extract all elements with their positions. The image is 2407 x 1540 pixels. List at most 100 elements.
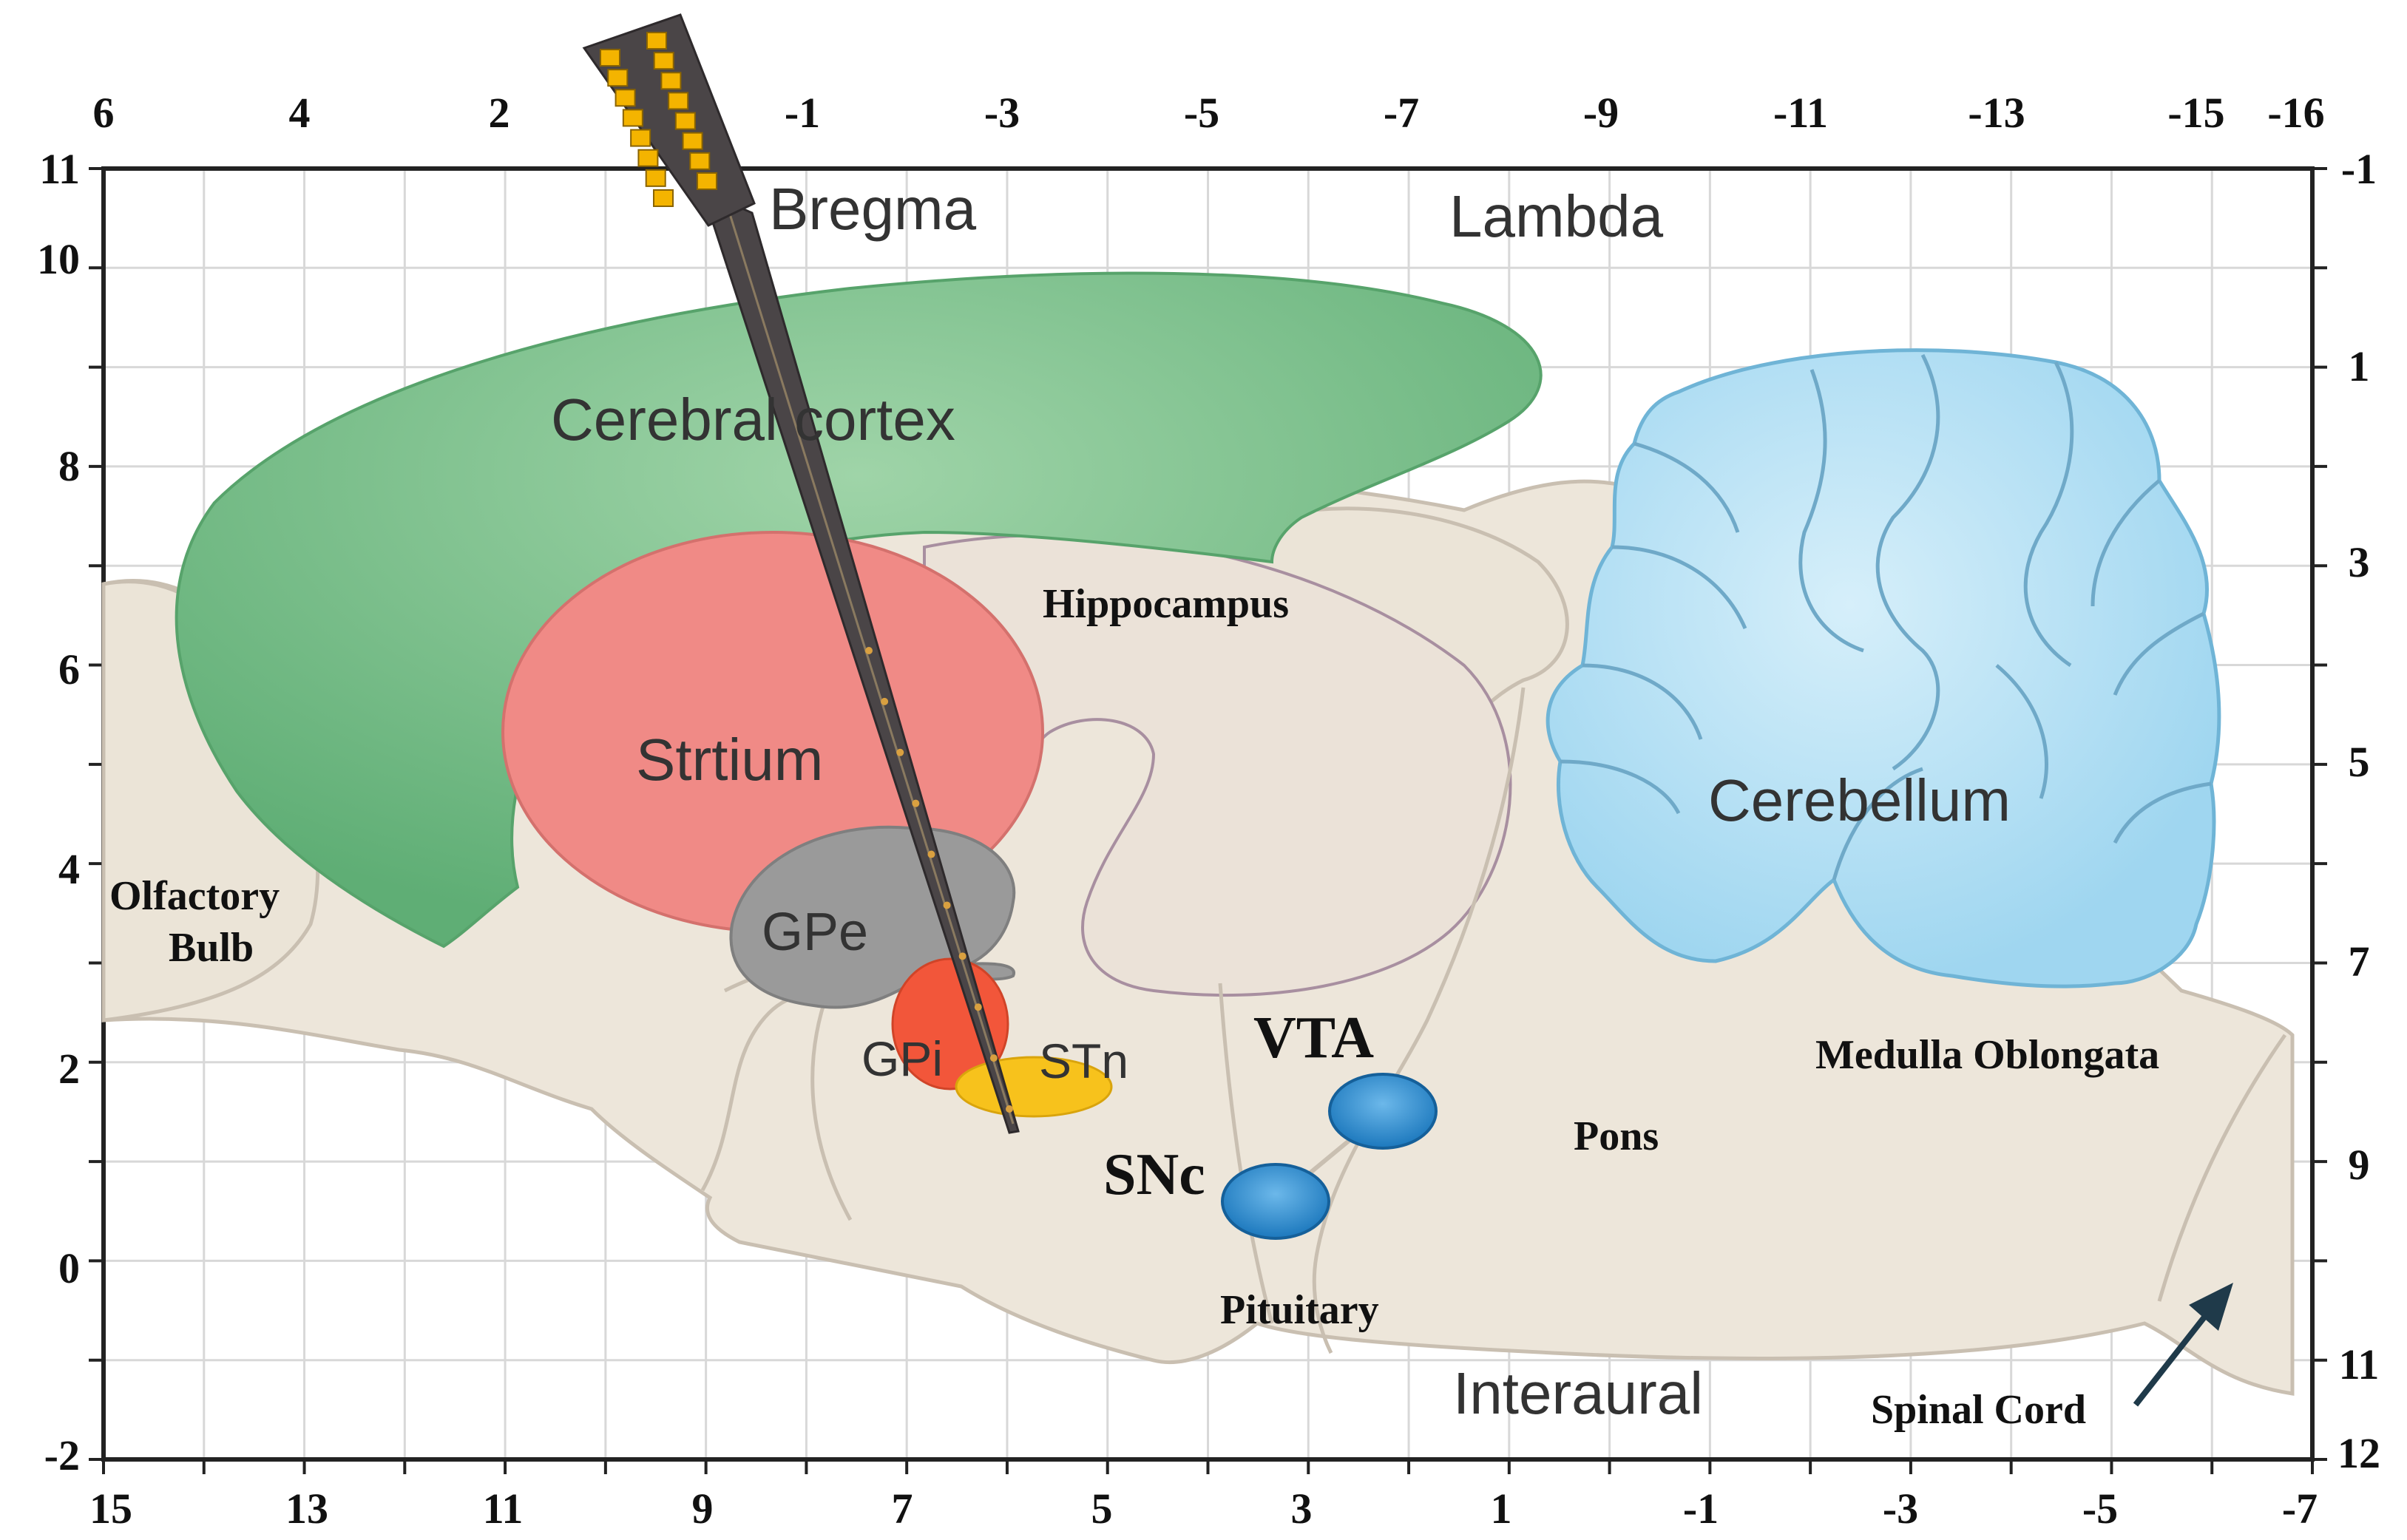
spinal-cord-label: Spinal Cord bbox=[1871, 1387, 2086, 1433]
top-axis-tick-label: -15 bbox=[2167, 89, 2224, 137]
probe-shank-contact bbox=[958, 952, 966, 960]
probe-contact-pad bbox=[622, 109, 643, 127]
top-axis-tick-label: -13 bbox=[1968, 89, 2025, 137]
top-axis-tick-label: -5 bbox=[1184, 89, 1219, 137]
right-axis-tick-label: 11 bbox=[2339, 1340, 2380, 1388]
left-axis-labels: 11 10 8 6 4 2 0 -2 bbox=[37, 145, 80, 1479]
probe-contact-pad bbox=[600, 49, 620, 67]
top-axis-tick-label: -3 bbox=[984, 89, 1020, 137]
top-axis-tick-label: -16 bbox=[2267, 89, 2324, 137]
top-axis-labels: 6 4 2 -1 -3 -5 -7 -9 -11 -13 -15 -16 bbox=[93, 89, 2325, 137]
probe-contact-pads bbox=[600, 32, 717, 207]
hippocampus-outline bbox=[923, 533, 1512, 997]
left-axis-tick-label: 2 bbox=[58, 1045, 80, 1093]
top-axis-tick-label: 4 bbox=[289, 89, 311, 137]
left-axis-tick-label: 11 bbox=[39, 145, 80, 193]
right-axis-tick-label: 1 bbox=[2349, 342, 2370, 390]
probe-shank-contact bbox=[881, 697, 889, 705]
probe-contact-pad bbox=[697, 172, 717, 190]
left-axis-tick-label: 8 bbox=[58, 442, 80, 490]
right-axis-labels: -1 1 3 5 7 9 11 12 bbox=[2337, 145, 2380, 1477]
bottom-axis-tick-label: 1 bbox=[1491, 1485, 1512, 1533]
interaural-label: Interaural bbox=[1453, 1360, 1703, 1426]
top-axis-tick-label: -9 bbox=[1583, 89, 1619, 137]
left-axis-tick-label: 4 bbox=[58, 845, 80, 893]
vta-nucleus bbox=[1328, 1073, 1438, 1150]
probe-shank-contacts bbox=[865, 647, 1013, 1113]
pituitary-label: Pituitary bbox=[1220, 1287, 1379, 1333]
top-axis-tick-label: -1 bbox=[785, 89, 820, 137]
probe-contact-pad bbox=[653, 52, 674, 70]
bottom-axis-tick-label: 3 bbox=[1291, 1485, 1313, 1533]
cerebellum-region bbox=[1546, 348, 2221, 988]
left-axis-tick-label: 6 bbox=[58, 645, 80, 693]
right-axis-tick-label: -1 bbox=[2341, 145, 2377, 193]
cerebellum-label: Cerebellum bbox=[1708, 767, 2011, 833]
spinal-cord-arrow bbox=[2133, 1283, 2233, 1407]
probe-contact-pad bbox=[630, 129, 651, 147]
stn-label: STn bbox=[1039, 1034, 1128, 1088]
probe-contact-pad bbox=[646, 32, 667, 50]
probe-shank-contact bbox=[989, 1054, 998, 1062]
cerebral-cortex-label: Cerebral cortex bbox=[551, 387, 955, 452]
bottom-axis-tick-label: -1 bbox=[1683, 1485, 1719, 1533]
probe-contact-pad bbox=[615, 89, 636, 107]
probe-shank-contact bbox=[865, 647, 873, 654]
probe-shank-contact bbox=[974, 1003, 982, 1011]
top-axis-tick-label: 6 bbox=[93, 89, 115, 137]
probe-contact-pad bbox=[653, 189, 674, 207]
probe-shank-contact bbox=[1006, 1105, 1013, 1113]
top-axis-tick-label: 2 bbox=[489, 89, 510, 137]
bottom-axis-tick-label: -5 bbox=[2082, 1485, 2118, 1533]
bottom-axis-tick-label: 13 bbox=[285, 1485, 328, 1533]
left-axis-tick-label: -2 bbox=[44, 1431, 80, 1479]
medulla-line bbox=[2157, 1034, 2287, 1302]
bregma-label: Bregma bbox=[769, 176, 977, 242]
right-axis-tick-label: 3 bbox=[2349, 538, 2370, 586]
gpe-label: GPe bbox=[762, 903, 868, 962]
bottom-axis-tick-label: -7 bbox=[2282, 1485, 2318, 1533]
probe-contact-pad bbox=[660, 72, 682, 90]
right-axis-tick-label: 5 bbox=[2349, 738, 2370, 786]
bottom-axis-tick-label: 9 bbox=[692, 1485, 714, 1533]
vta-label: VTA bbox=[1253, 1005, 1374, 1071]
probe-shank-contact bbox=[912, 799, 920, 807]
olfactory-bulb-label-line2: Bulb bbox=[169, 925, 254, 971]
snc-label: SNc bbox=[1103, 1142, 1205, 1207]
probe-shank-contact bbox=[943, 901, 951, 909]
probe-contact-pad bbox=[607, 69, 629, 87]
cerebellum-folia bbox=[1560, 353, 2212, 881]
top-axis-tick-label: -7 bbox=[1384, 89, 1419, 137]
left-axis-tick-label: 10 bbox=[37, 235, 80, 283]
probe-contact-pad bbox=[645, 169, 666, 187]
right-axis-tick-label: 9 bbox=[2349, 1141, 2370, 1189]
bottom-axis-tick-label: 7 bbox=[892, 1485, 913, 1533]
bottom-axis-tick-label: 5 bbox=[1091, 1485, 1113, 1533]
probe-shank-contact bbox=[896, 748, 904, 756]
bottom-axis-tick-label: 15 bbox=[89, 1485, 132, 1533]
gpi-region bbox=[891, 957, 1009, 1090]
probe-contact-pad bbox=[682, 132, 703, 150]
probe-contact-pad bbox=[668, 92, 689, 110]
probe-contact-pad bbox=[674, 112, 696, 130]
snc-nucleus bbox=[1221, 1163, 1330, 1240]
probe-shank-contact bbox=[927, 850, 935, 858]
medulla-oblongata-label: Medulla Oblongata bbox=[1815, 1032, 2159, 1078]
bottom-axis-labels: 15 13 11 9 7 5 3 1 -1 -3 -5 -7 bbox=[89, 1485, 2318, 1533]
bottom-axis-tick-label: -3 bbox=[1883, 1485, 1918, 1533]
striatum-label: Strtium bbox=[636, 727, 823, 793]
hippocampus-label: Hippocampus bbox=[1043, 581, 1289, 627]
lambda-label: Lambda bbox=[1449, 183, 1664, 249]
left-axis-tick-label: 0 bbox=[58, 1244, 80, 1292]
probe-centerline bbox=[726, 206, 1015, 1125]
pons-label: Pons bbox=[1574, 1113, 1659, 1159]
top-axis-tick-label: -11 bbox=[1773, 89, 1828, 137]
cerebellum-shape bbox=[1546, 348, 2221, 988]
right-axis-tick-label: 12 bbox=[2337, 1429, 2380, 1477]
olfactory-bulb-label-line1: Olfactory bbox=[109, 873, 280, 919]
probe-contact-pad bbox=[637, 149, 659, 167]
probe-contact-pad bbox=[689, 152, 711, 170]
bottom-axis-tick-label: 11 bbox=[483, 1485, 524, 1533]
right-axis-tick-label: 7 bbox=[2349, 937, 2370, 986]
